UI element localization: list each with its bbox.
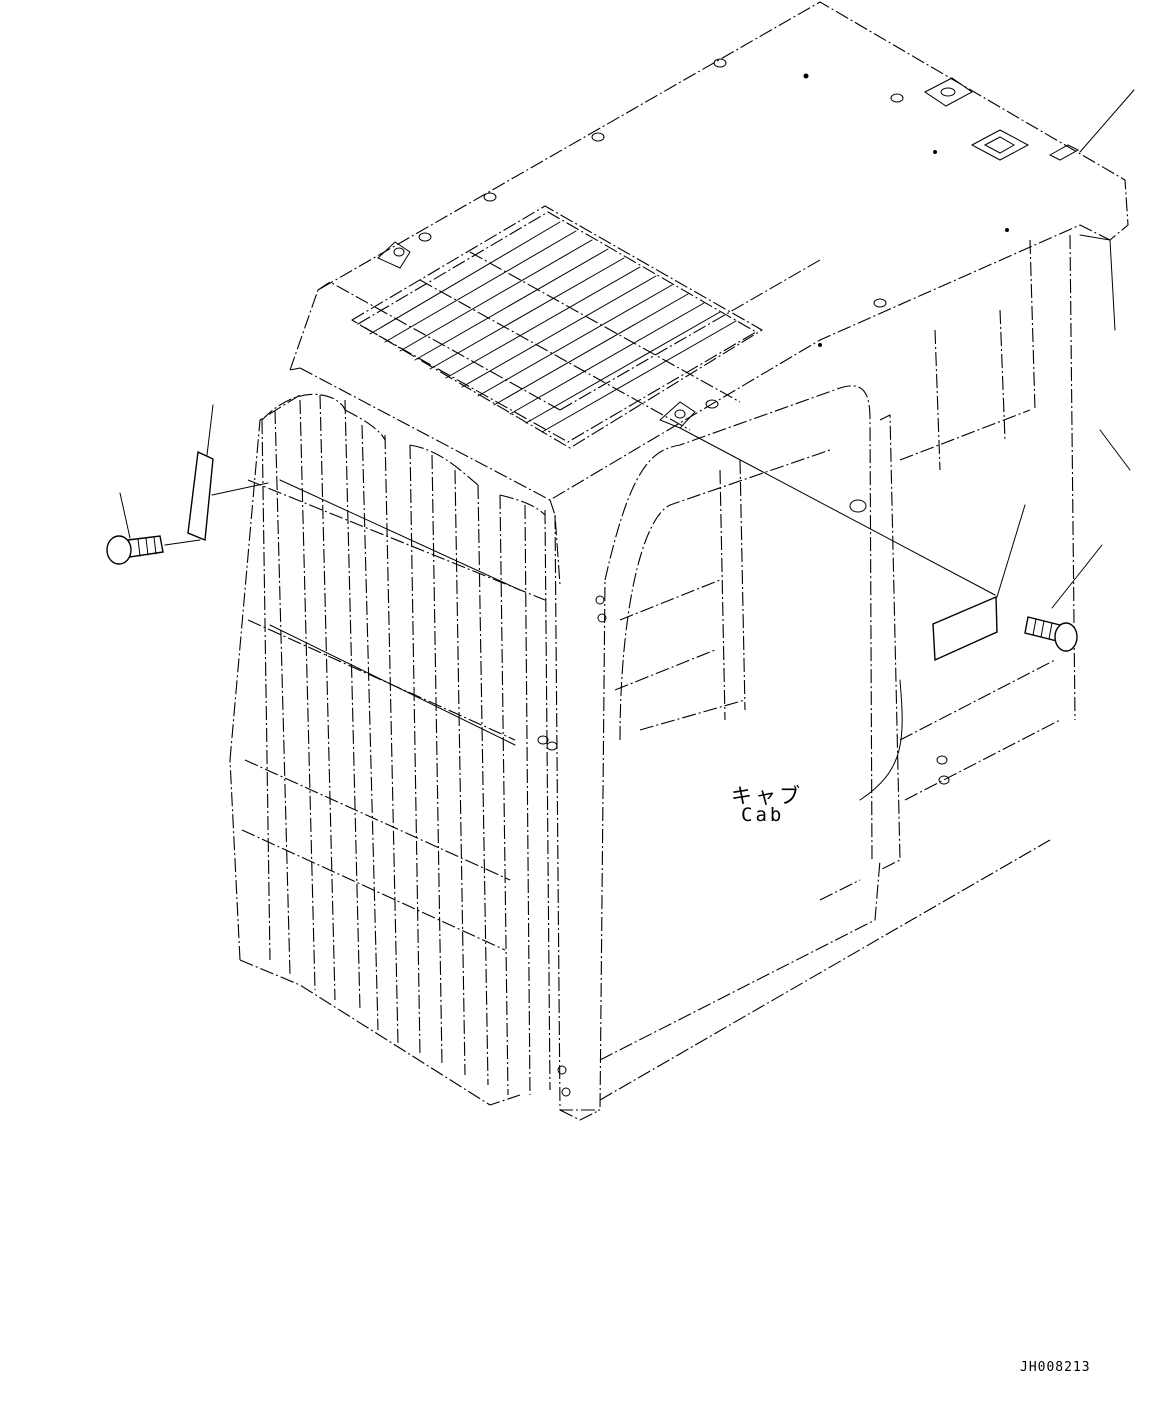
cab-label-english: Cab (741, 804, 785, 826)
cab-label-japanese: キャブ (731, 784, 803, 808)
side-frame (537, 234, 1131, 1121)
left-rivet (106, 535, 164, 565)
roof-holes (377, 58, 1080, 429)
cab-roof (289, 1, 1129, 586)
roof-hatch (351, 205, 763, 449)
drawing-code: JH008213 (1020, 1360, 1091, 1375)
front-guard (229, 393, 551, 1106)
left-plate (187, 450, 214, 542)
right-plate (932, 595, 998, 662)
leader-lines (119, 89, 1135, 609)
right-rivet (1024, 616, 1078, 652)
